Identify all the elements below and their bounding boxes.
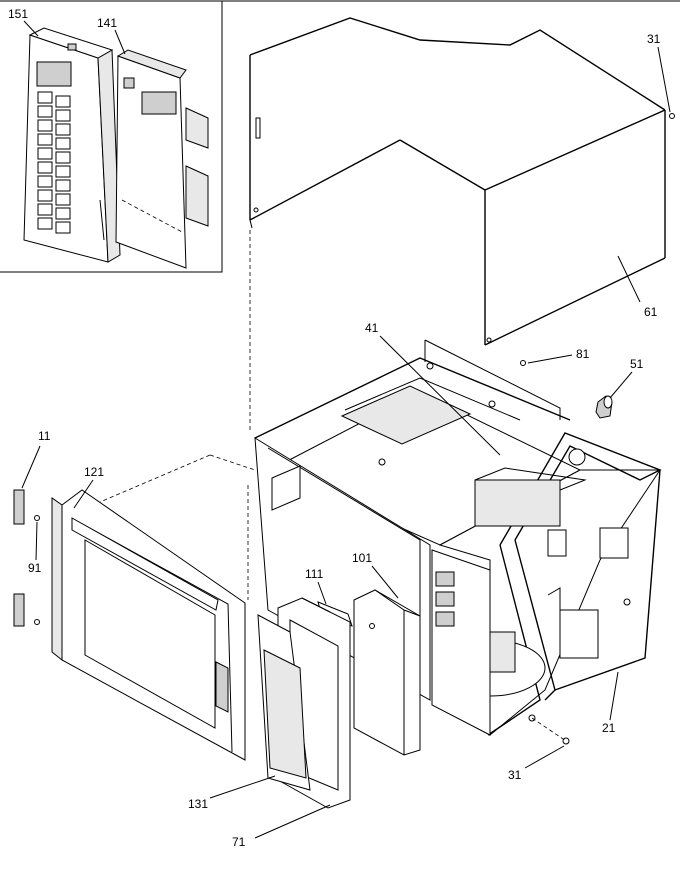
callout-141: 141 <box>97 16 117 30</box>
callout-151: 151 <box>8 7 28 21</box>
outer-cabinet-61 <box>249 17 666 346</box>
leader-71 <box>254 804 331 839</box>
leader-81 <box>527 354 573 364</box>
control-board-141 <box>115 49 209 269</box>
callout-111: 111 <box>305 567 324 581</box>
leader-21 <box>609 671 619 721</box>
callout-121: 121 <box>84 465 104 479</box>
leader-141 <box>114 29 126 55</box>
control-panel-keypad-151 <box>23 27 121 263</box>
leader-51 <box>609 371 633 399</box>
leader-151 <box>23 20 39 37</box>
callout-21: 21 <box>602 721 616 735</box>
callout-91: 91 <box>28 561 42 575</box>
fitting-51 <box>595 395 613 419</box>
callout-31-bottom: 31 <box>508 768 522 782</box>
callout-51: 51 <box>630 357 644 371</box>
callout-131: 131 <box>188 797 208 811</box>
callout-61: 61 <box>644 305 658 319</box>
leader-41 <box>379 335 501 456</box>
screw-31-top <box>669 113 675 119</box>
callout-31-top: 31 <box>647 32 661 46</box>
leader-131 <box>209 775 276 799</box>
oven-door-121 <box>51 489 246 761</box>
screw-81 <box>520 360 526 366</box>
handle-cap-11 <box>13 489 25 627</box>
keypad-buttons <box>37 91 71 234</box>
door-panel-131 <box>257 614 311 791</box>
leader-11 <box>21 445 41 489</box>
screw-31-bottom <box>528 714 570 745</box>
leader-121 <box>73 479 94 509</box>
alignment-line-door-right <box>209 454 256 471</box>
inset-frame <box>0 0 680 273</box>
leader-111 <box>317 581 327 605</box>
leader-31-bottom <box>524 745 565 769</box>
leader-91 <box>35 521 38 561</box>
callout-41: 41 <box>365 321 379 335</box>
leader-61 <box>617 255 641 303</box>
callout-101: 101 <box>352 551 372 565</box>
leader-31-top <box>657 46 671 113</box>
callout-81: 81 <box>576 347 590 361</box>
leader-101 <box>371 565 399 599</box>
cover-housing-101 <box>353 589 421 756</box>
callout-71: 71 <box>232 835 246 849</box>
callout-11: 11 <box>38 429 51 443</box>
alignment-line-door-top <box>99 454 211 503</box>
screw-91 <box>34 515 40 625</box>
